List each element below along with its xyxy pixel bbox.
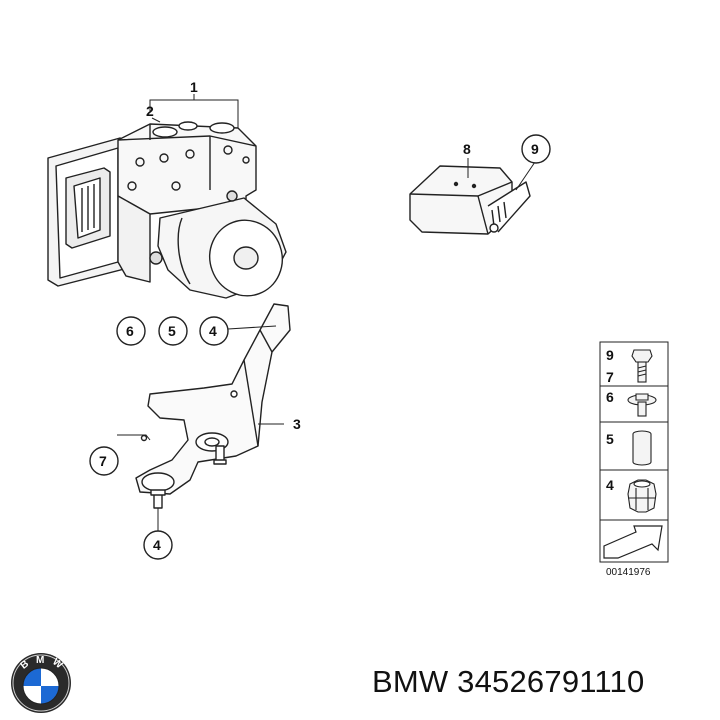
sleeve-icon — [632, 430, 652, 466]
leader-lines-abs — [149, 94, 239, 128]
callout-3: 3 — [293, 416, 301, 432]
callout-9-circle — [521, 134, 551, 164]
legend-num-6: 6 — [606, 389, 614, 405]
mounting-bracket — [135, 303, 291, 509]
legend-num-7: 7 — [606, 369, 614, 385]
abs-hydraulic-unit — [47, 121, 287, 299]
callout-6: 6 — [126, 323, 134, 339]
diagram-reference-number: 00141976 — [606, 567, 651, 578]
callout-8: 8 — [463, 141, 471, 157]
logo-letter-m: M — [36, 655, 44, 666]
hardware-legend: 9 7 6 5 4 — [599, 341, 669, 563]
grommet-icon — [627, 479, 657, 513]
callout-4a-circle — [199, 316, 229, 346]
callout-5-circle — [158, 316, 188, 346]
callout-6-circle — [116, 316, 146, 346]
bmw-logo: B M W — [11, 653, 71, 713]
legend-num-5: 5 — [606, 431, 614, 447]
callout-4b-circle — [143, 530, 173, 560]
callout-9: 9 — [531, 141, 539, 157]
washer-screw-icon — [627, 393, 657, 417]
legend-num-4: 4 — [606, 477, 614, 493]
yaw-rate-sensor — [409, 165, 531, 235]
callout-4a: 4 — [209, 323, 217, 339]
callout-1: 1 — [190, 79, 198, 95]
callout-4b: 4 — [153, 537, 161, 553]
legend-num-9: 9 — [606, 347, 614, 363]
direction-arrow-icon — [603, 525, 663, 559]
bolt-icon — [631, 349, 653, 383]
callout-5: 5 — [168, 323, 176, 339]
leader-lines-bracket — [117, 325, 284, 531]
callout-7-circle — [89, 446, 119, 476]
callout-2: 2 — [146, 103, 154, 119]
part-number-caption: BMW 34526791110 — [372, 664, 645, 699]
callout-7: 7 — [99, 453, 107, 469]
leader-lines-sensor — [467, 158, 536, 191]
